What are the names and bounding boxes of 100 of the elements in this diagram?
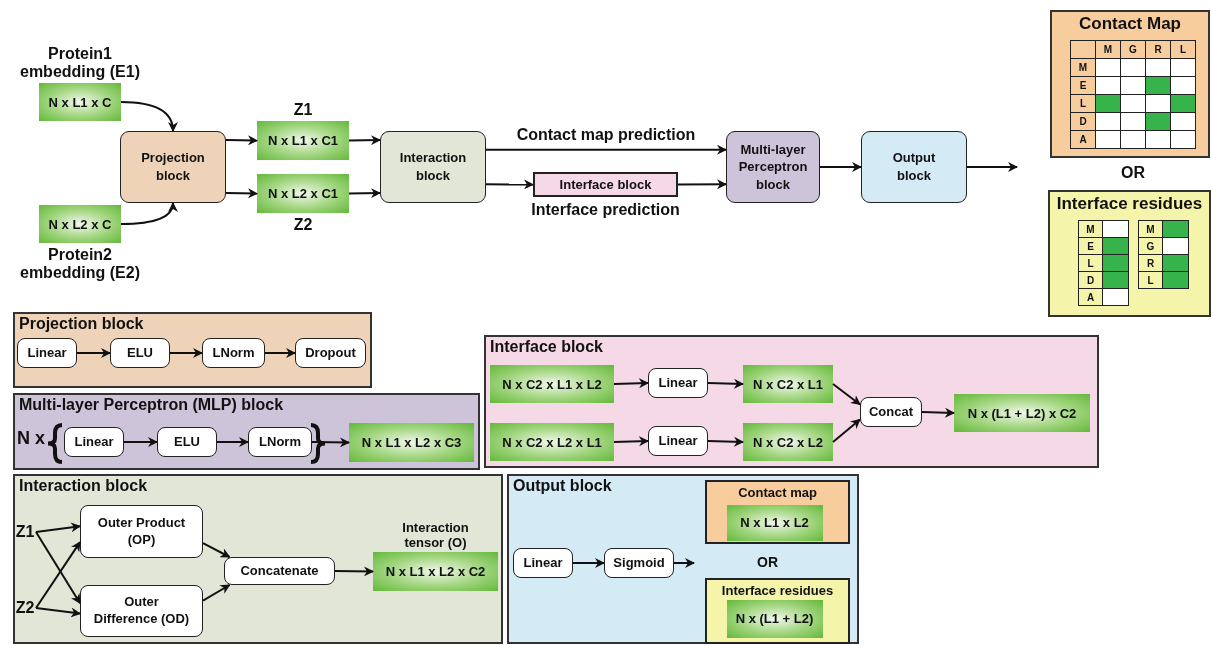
- tensor-shape-box: [743, 365, 833, 403]
- layer-box: [604, 548, 674, 578]
- box-label: Dropout: [305, 344, 356, 362]
- tensor-shape-box: [349, 423, 474, 462]
- arrow: [35, 522, 81, 533]
- block-panel: [1050, 10, 1210, 158]
- box-label: N x C2 x L2 x L1: [502, 434, 602, 450]
- layer-box: [80, 505, 203, 558]
- arrow: [169, 348, 203, 358]
- arrow: [485, 144, 727, 155]
- arrow: [76, 348, 111, 358]
- arrow: [202, 542, 231, 558]
- arrow: [819, 162, 862, 172]
- box-label: N x L1 x L2 x C3: [361, 435, 462, 450]
- panel-title: Interface block: [490, 338, 603, 356]
- box-label: N x C2 x L1: [752, 376, 824, 392]
- tensor-shape-box: [726, 504, 823, 541]
- layer-box: [224, 557, 335, 585]
- box-label: Interaction block: [398, 149, 468, 185]
- residue-label: L: [1070, 94, 1096, 113]
- box-label: N x C2 x L1 x L2: [502, 376, 602, 392]
- block-panel: [13, 312, 372, 388]
- panel-title: Interaction block: [19, 477, 148, 495]
- process-box: [120, 131, 226, 203]
- edge-label: Contact map prediction: [516, 125, 696, 144]
- arrow: [202, 584, 231, 602]
- box-label: N x L1 x L2 x C2: [385, 564, 486, 579]
- arrow: [334, 566, 374, 577]
- residue-label: A: [1078, 288, 1103, 306]
- box-label: N x (L1 + L2) x C2: [967, 405, 1077, 421]
- block-panel: [13, 393, 480, 470]
- output-panel: [705, 578, 850, 644]
- panel-title: Interface residues: [1055, 194, 1204, 214]
- box-label: N x L1 x L2: [740, 515, 809, 530]
- arrow: [832, 383, 861, 406]
- caption-text: Z1: [292, 101, 314, 119]
- residue-label: A: [1070, 130, 1096, 149]
- residue-label: E: [1070, 76, 1096, 95]
- box-label: LNorm: [259, 433, 301, 451]
- box-label: Output block: [891, 149, 937, 185]
- block-panel: [507, 474, 859, 644]
- panel-title: Multi-layer Perceptron (MLP) block: [19, 396, 284, 414]
- box-label: Concat: [868, 403, 914, 421]
- residue-label: L: [1170, 40, 1196, 59]
- layer-box: [648, 368, 708, 398]
- block-panel: [13, 474, 503, 644]
- arrow: [120, 202, 177, 225]
- box-label: Concatenate: [240, 562, 319, 580]
- layer-box: [860, 397, 922, 427]
- layer-box: [202, 338, 265, 368]
- box-label: N x L2 x C1: [267, 186, 339, 201]
- caption-text: Z2: [292, 216, 314, 234]
- residue-label: M: [1078, 220, 1103, 238]
- box-label: Linear: [658, 374, 698, 392]
- box-label: Projection block: [140, 149, 206, 185]
- box-label: ELU: [127, 344, 153, 362]
- arrow: [572, 558, 605, 568]
- tensor-shape-box: [743, 423, 833, 461]
- box-label: N x L1 x C: [48, 94, 112, 110]
- residue-label: D: [1078, 271, 1103, 289]
- box-label: Outer Difference (OD): [92, 594, 191, 628]
- arrow: [225, 135, 258, 146]
- output-panel: [705, 480, 850, 544]
- arrow: [613, 378, 649, 389]
- residue-label: E: [1078, 237, 1103, 255]
- box-label: Multi-layer Perceptron block: [738, 140, 808, 194]
- box-label: Linear: [523, 554, 563, 572]
- arrow: [123, 437, 158, 447]
- box-label: Linear: [658, 432, 698, 450]
- arrow: [673, 558, 695, 568]
- block-panel: [484, 335, 1099, 468]
- process-box: [380, 131, 486, 203]
- layer-box: [648, 426, 708, 456]
- box-label: Outer Product (OP): [96, 514, 187, 549]
- arrow: [677, 179, 727, 190]
- layer-box: [295, 338, 366, 368]
- layer-box: [513, 548, 573, 578]
- repeat-label: N x: [17, 428, 45, 449]
- residue-label: M: [1138, 220, 1163, 238]
- residue-label: G: [1138, 237, 1163, 255]
- box-label: N x L2 x C: [48, 216, 112, 232]
- process-box: [861, 131, 967, 203]
- box-label: Z2: [15, 599, 35, 617]
- residue-label: M: [1070, 58, 1096, 77]
- residue-label: D: [1070, 112, 1096, 131]
- process-box: [726, 131, 820, 203]
- arrow: [35, 607, 81, 618]
- arrow: [832, 418, 861, 443]
- tensor-shape-box: [954, 394, 1090, 432]
- or-label: OR: [757, 554, 778, 570]
- panel-title: Output block: [513, 477, 612, 495]
- panel-title: Projection block: [19, 315, 144, 333]
- box-label: N x C2 x L2: [752, 434, 824, 450]
- arrow: [613, 436, 649, 447]
- box-label: Linear: [74, 433, 114, 451]
- panel-title: Interface residues: [720, 583, 835, 598]
- box-label: LNorm: [212, 344, 255, 362]
- layer-box: [110, 338, 170, 368]
- tensor-shape-box: [490, 365, 614, 403]
- residue-label: R: [1138, 254, 1163, 272]
